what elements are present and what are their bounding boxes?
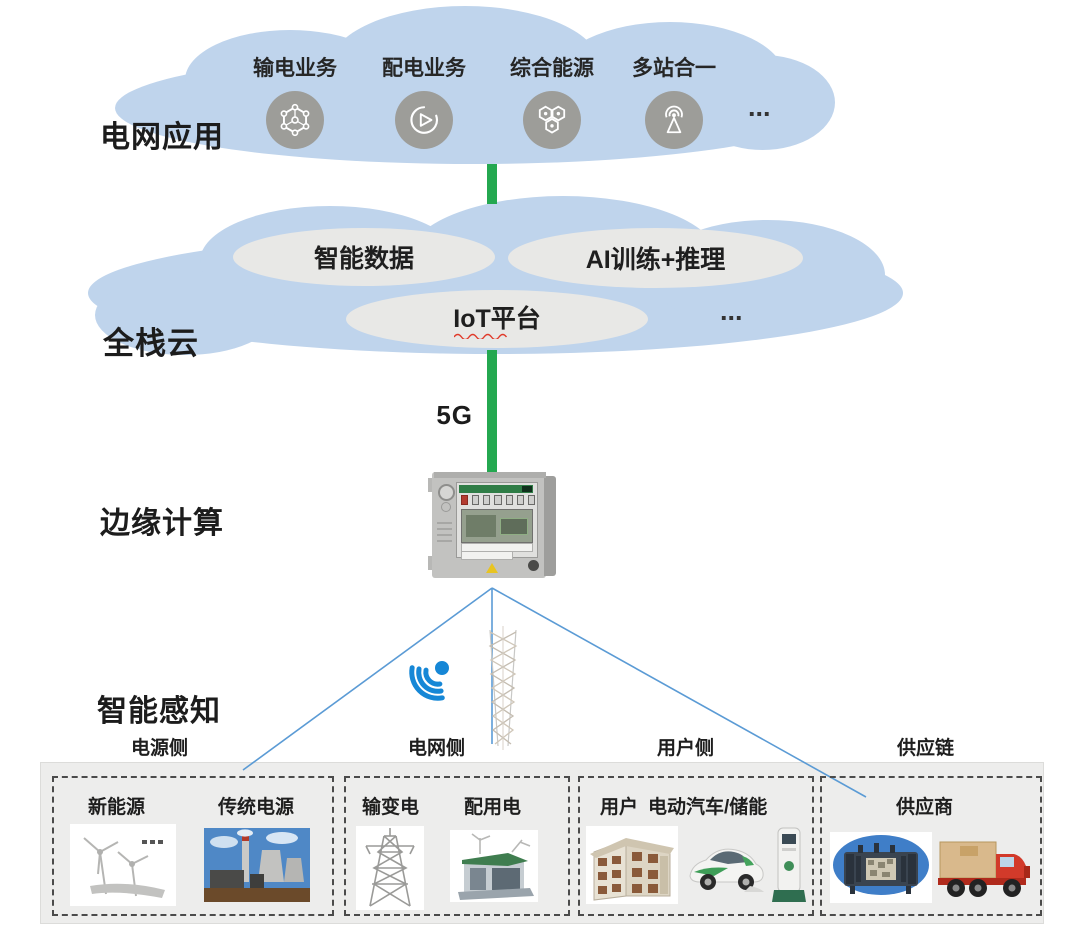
bubble-ai-training: AI训练+推理 — [508, 228, 803, 288]
side-label-grid: 电网侧 — [408, 738, 466, 759]
electric-car — [684, 838, 766, 895]
box-supply-chain — [820, 776, 1042, 916]
transmission-tower — [356, 826, 424, 910]
device-vents — [437, 518, 452, 548]
side-label-user: 用户侧 — [657, 738, 715, 759]
app-item-label: 输电业务 — [253, 57, 337, 80]
distribution-station — [450, 830, 538, 902]
charging-pile — [770, 826, 808, 905]
device-screen — [461, 509, 533, 543]
box-grid-side — [344, 776, 570, 916]
app-item-integrated-energy: 综合能源 — [490, 52, 614, 149]
app-item-transmission: 输电业务 — [233, 52, 357, 149]
5g-label: 5G — [436, 400, 473, 430]
screen-pane — [466, 515, 496, 537]
label-supplier: 供应商 — [896, 797, 954, 818]
device-panel — [456, 482, 538, 560]
device-knob — [438, 484, 455, 501]
full-stack-cloud-more: ... — [720, 296, 743, 326]
app-item-label: 配电业务 — [382, 57, 466, 80]
cargo-truck — [936, 836, 1034, 903]
label-transmission: 输变电 — [362, 797, 420, 818]
label-ev-storage: 电动汽车/储能 — [648, 797, 768, 818]
device-status-strip — [459, 485, 533, 493]
device-label-strip — [461, 551, 513, 560]
hexagon-cluster-icon — [523, 91, 581, 149]
spellcheck-squiggle — [454, 333, 508, 339]
bubble-label: AI训练+推理 — [585, 246, 726, 274]
device-side — [544, 476, 556, 576]
grid-apps-more: ... — [748, 92, 771, 122]
edge-gateway-device — [428, 468, 556, 586]
cloud-shape — [95, 275, 275, 355]
bubble-smart-data: 智能数据 — [233, 228, 495, 286]
box-power-source — [52, 776, 334, 916]
side-label-power: 电源侧 — [131, 738, 189, 759]
smart-sensing-title: 智能感知 — [97, 695, 221, 728]
device-lock — [528, 560, 539, 571]
bubble-iot-platform: IoT平台 — [346, 290, 648, 348]
app-item-label: 多站合一 — [632, 57, 716, 80]
wind-turbines — [70, 824, 176, 906]
play-cycle-icon — [395, 91, 453, 149]
edge-computing-title: 边缘计算 — [100, 507, 224, 540]
device-indicators — [459, 495, 535, 505]
screen-pane — [500, 518, 528, 535]
label-distribution: 配用电 — [464, 797, 522, 818]
lattice-tower-icon — [488, 626, 518, 750]
hex-network-icon — [266, 91, 324, 149]
cloud-shape — [690, 55, 835, 150]
green-connector-top — [487, 164, 497, 204]
app-item-distribution: 配电业务 — [362, 52, 486, 149]
wifi-signal-icon — [409, 661, 449, 701]
bubble-label: 智能数据 — [313, 245, 414, 273]
label-user: 用户 — [600, 797, 639, 818]
user-building — [586, 826, 678, 904]
app-item-label: 综合能源 — [510, 57, 594, 80]
power-transformer — [830, 832, 932, 903]
grid-apps-title: 电网应用 — [100, 121, 224, 154]
label-traditional-power: 传统电源 — [218, 797, 295, 818]
side-label-supply-chain: 供应链 — [897, 738, 955, 759]
app-item-multi-station: 多站合一 — [612, 52, 736, 149]
device-top-bar — [434, 472, 546, 478]
green-connector-5g — [487, 350, 497, 472]
label-new-energy: 新能源 — [88, 797, 146, 818]
bubble-label: IoT平台 — [453, 305, 541, 333]
warning-triangle-icon — [486, 563, 498, 573]
full-stack-cloud-title: 全栈云 — [103, 326, 199, 361]
thermal-power-plant — [204, 828, 310, 902]
antenna-icon — [645, 91, 703, 149]
device-knob-small — [441, 502, 451, 512]
